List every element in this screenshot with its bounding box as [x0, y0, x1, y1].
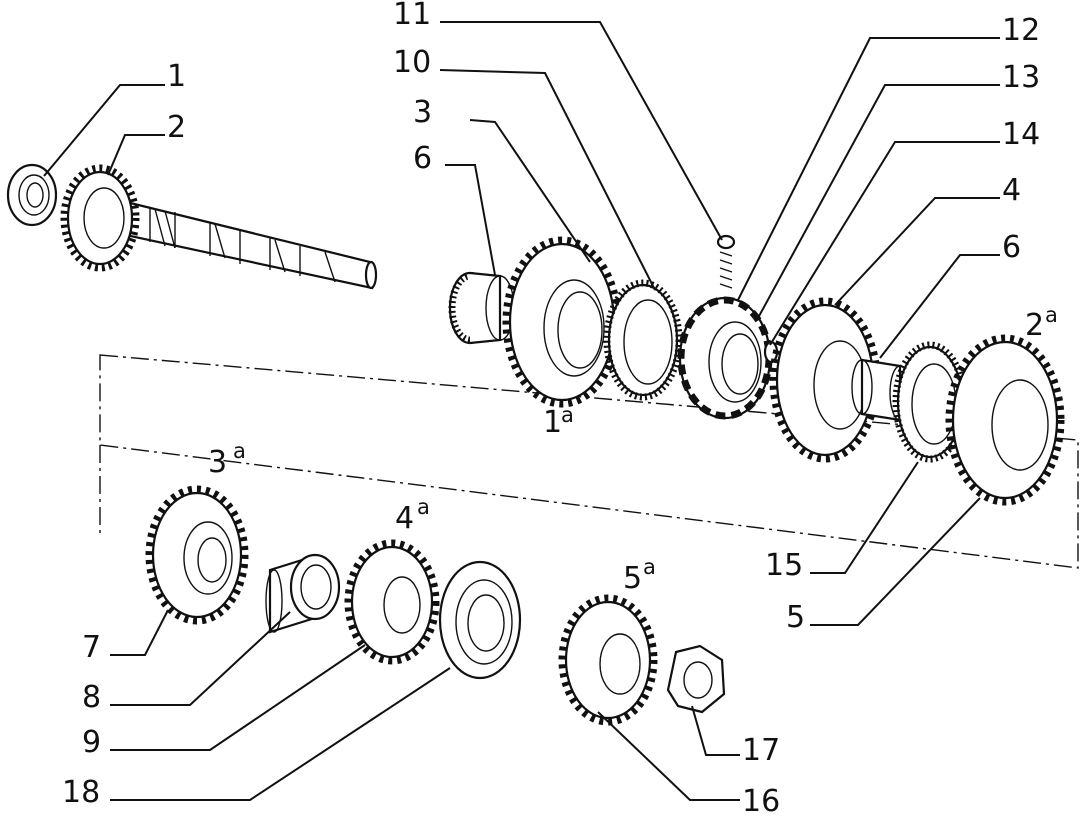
- callout-7: 7: [82, 630, 101, 665]
- callout-13: 13: [1002, 60, 1040, 95]
- callout-17: 17: [742, 733, 780, 768]
- callout-10: 10: [393, 45, 431, 80]
- nut-part-17: [666, 644, 726, 714]
- needle-bearing-part-6: [448, 271, 515, 345]
- gear-label-1-num: 1: [543, 405, 562, 440]
- gear-label-1-sup: a: [561, 403, 574, 427]
- gear-label-2-sup: a: [1045, 303, 1058, 327]
- gear-part-16: [558, 594, 658, 726]
- callout-labels: 1 2 3 4 5 6 6 7 8 9 10 11 12 13 14 15 16…: [62, 0, 1040, 818]
- bearing-part-1: [6, 163, 58, 227]
- callout-18: 18: [62, 775, 100, 810]
- synchro-hub-part-12: [677, 296, 773, 420]
- callout-15: 15: [765, 548, 803, 583]
- callout-16: 16: [742, 784, 780, 818]
- synchro-ring-part-10: [603, 279, 683, 401]
- gear-label-5-num: 5: [623, 561, 642, 596]
- callout-6-right: 6: [1002, 230, 1021, 265]
- detent-spring-part-11: [716, 234, 736, 289]
- leader-lines: [43, 21, 1000, 801]
- gear-label-4-num: 4: [395, 501, 414, 536]
- callout-1: 1: [167, 59, 186, 94]
- gear-part-9: [344, 539, 440, 665]
- callout-12: 12: [1002, 13, 1040, 48]
- callout-2: 2: [167, 110, 186, 145]
- callout-9: 9: [82, 725, 101, 760]
- callout-4: 4: [1002, 173, 1021, 208]
- callout-5: 5: [786, 600, 805, 635]
- gear-label-5-sup: a: [643, 555, 656, 579]
- grouping-outline: [99, 354, 1079, 569]
- shaft-part-2: [60, 164, 378, 290]
- callout-14: 14: [1002, 117, 1040, 152]
- gear-label-3-num: 3: [208, 445, 227, 480]
- gear-part-5: [945, 334, 1065, 506]
- ring-part-18: [438, 560, 522, 680]
- gear-labels: 1 a 2 a 3 a 4 a 5 a: [208, 303, 1058, 596]
- gear-label-4-sup: a: [417, 495, 430, 519]
- callout-3: 3: [413, 95, 432, 130]
- callout-6-upper-left: 6: [413, 141, 432, 176]
- callout-8: 8: [82, 680, 101, 715]
- gear-label-2-num: 2: [1025, 308, 1044, 343]
- callout-11: 11: [393, 0, 431, 32]
- gear-part-3: [502, 236, 622, 408]
- gear-part-7: [145, 485, 249, 625]
- gear-label-3-sup: a: [233, 439, 246, 463]
- bush-part-8: [265, 553, 341, 634]
